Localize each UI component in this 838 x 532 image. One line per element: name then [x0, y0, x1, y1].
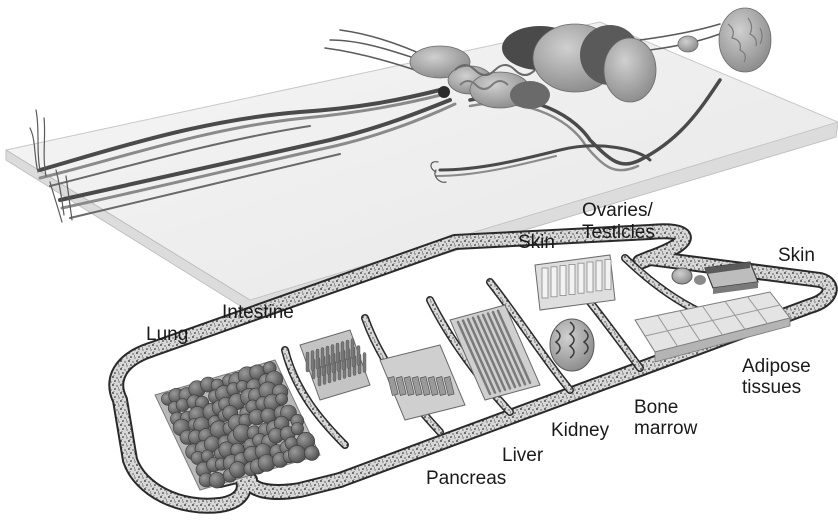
label-tissues: tissues [742, 377, 801, 398]
label-intestine: Intestine [222, 302, 294, 323]
label-skin-left: Skin [518, 232, 555, 253]
lung-cell [288, 445, 306, 463]
label-skin-right: Skin [778, 245, 815, 266]
label-kidney: Kidney [551, 420, 610, 441]
label-bone: Bone [634, 397, 678, 418]
skin-module-left [535, 255, 615, 310]
label-lung: Lung [146, 324, 188, 345]
label-adipose: Adipose [742, 356, 811, 377]
adipose-module [635, 292, 790, 362]
skin-module-right [705, 262, 758, 294]
intestine-module [300, 330, 370, 400]
label-liver: Liver [502, 445, 544, 466]
label-pancreas: Pancreas [426, 468, 506, 489]
kidney-module [550, 319, 594, 371]
label-marrow: marrow [634, 418, 698, 439]
label-ovaries: Ovaries/ [582, 200, 653, 221]
lung-cell [276, 393, 288, 405]
lung-cell [305, 446, 320, 461]
lung-cell [258, 455, 275, 472]
label-testicles: Testicles [582, 222, 655, 243]
lung-cell [209, 472, 225, 488]
lung-cell [230, 462, 246, 478]
pancreas-module [380, 345, 465, 420]
